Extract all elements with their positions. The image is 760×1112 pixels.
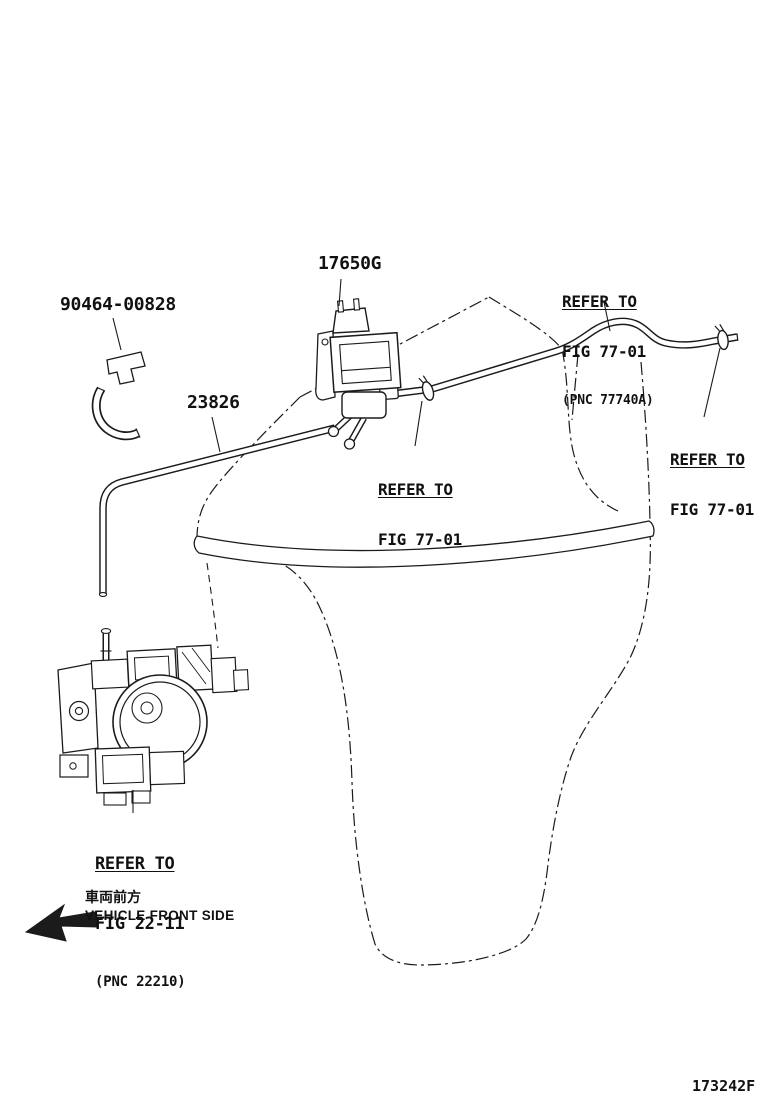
ref-fig-77-01-right[interactable]: REFER TO FIG 77-01 <box>670 418 754 552</box>
leader-lines <box>112 278 721 813</box>
ref-line-1: REFER TO <box>670 449 745 469</box>
ref-line-2: FIG 77-01 <box>378 529 462 549</box>
ref-line-1: REFER TO <box>378 479 453 499</box>
figure-code: 173242F <box>692 1077 756 1095</box>
ref-line-2: FIG 22-11 <box>95 913 185 934</box>
ref-line-1: REFER TO <box>562 291 637 311</box>
ref-fig-22-11[interactable]: REFER TO FIG 22-11 (PNC 22210) <box>95 816 186 1029</box>
part-label-90464-00828[interactable]: 90464-00828 <box>60 294 176 315</box>
vsv-valve-17650g <box>315 298 402 450</box>
hose-23826 <box>98 424 336 597</box>
ref-line-1: REFER TO <box>95 854 175 875</box>
clamp-90464 <box>91 351 146 441</box>
ref-line-2: FIG 77-01 <box>562 341 646 361</box>
part-label-17650g[interactable]: 17650G <box>318 253 382 274</box>
vehicle-front-label-en: VEHICLE FRONT SIDE <box>85 908 235 923</box>
body-phantom-outline <box>196 296 651 966</box>
throttle-link-dashed <box>206 562 219 649</box>
ref-fig-77-01-middle[interactable]: REFER TO FIG 77-01 <box>378 448 462 582</box>
hose-clamp-right <box>714 323 729 351</box>
front-direction-arrow <box>24 903 98 942</box>
throttle-body <box>57 628 250 806</box>
ref-pnc: (PNC 77740A) <box>562 393 654 409</box>
hose-clamp-mid <box>418 375 435 401</box>
part-label-23826[interactable]: 23826 <box>187 392 240 413</box>
vehicle-front-label-jp: 車両前方 <box>85 890 141 906</box>
ref-pnc: (PNC 22210) <box>95 973 186 990</box>
ref-fig-77-01-top[interactable]: REFER TO FIG 77-01 (PNC 77740A) <box>562 260 654 442</box>
ref-line-2: FIG 77-01 <box>670 499 754 519</box>
cowl-lip <box>193 520 655 568</box>
hose-upper <box>391 317 739 398</box>
